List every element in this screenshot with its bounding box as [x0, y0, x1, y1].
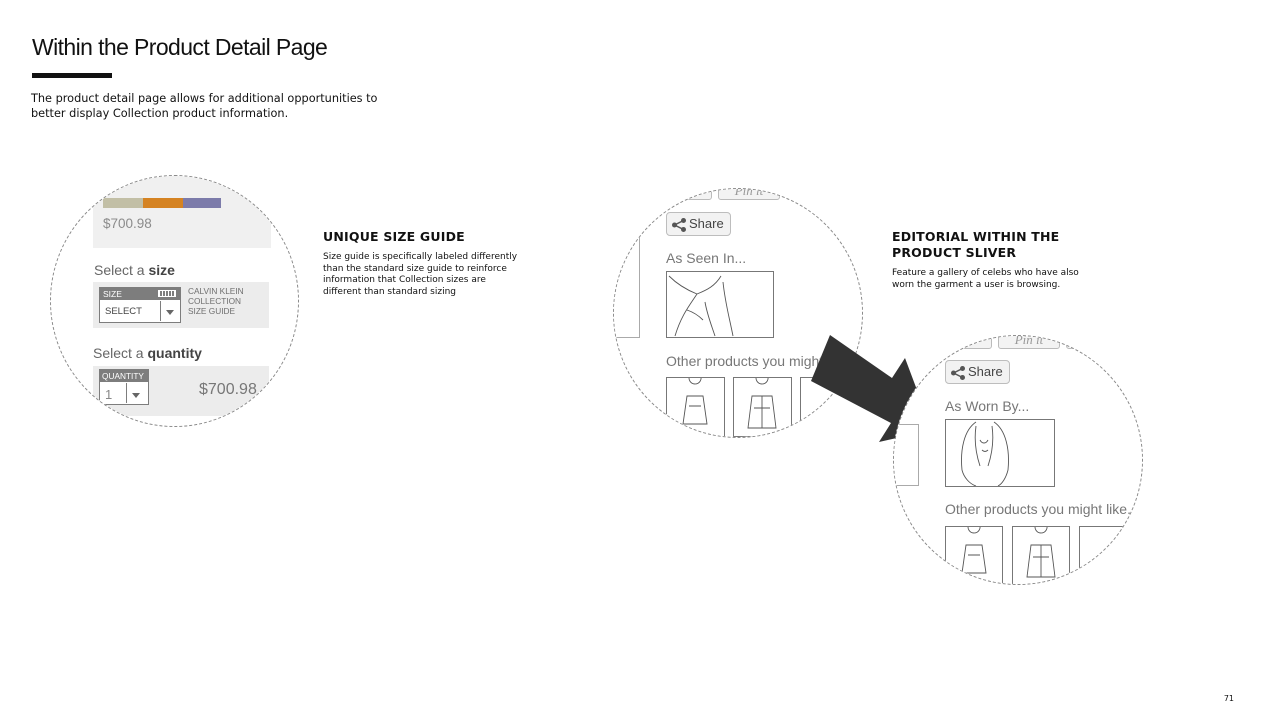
chevron-down-icon — [132, 393, 140, 398]
quantity-select-header: QUANTITY — [100, 370, 148, 382]
share-icon — [672, 218, 686, 232]
size-guide-line: COLLECTION — [188, 296, 242, 306]
editorial-annotation: EDITORIAL WITHIN THE PRODUCT SLIVER Feat… — [892, 229, 1082, 291]
recommendations-label: Other products you might like. — [945, 501, 1131, 517]
left-rail — [614, 233, 640, 338]
select-size-heading: Select a size — [94, 262, 175, 278]
social-button[interactable] — [954, 336, 992, 349]
as-seen-in-label: As Seen In... — [666, 250, 747, 266]
product-thumbnail[interactable] — [1079, 526, 1137, 584]
size-guide-annotation: UNIQUE SIZE GUIDE Size guide is specific… — [323, 229, 523, 298]
as-worn-by-label: As Worn By... — [945, 398, 1030, 414]
product-thumbnail[interactable] — [733, 377, 792, 437]
social-buttons-row: Pin it — [954, 336, 1142, 351]
size-select[interactable]: SIZE SELECT — [99, 287, 181, 323]
social-button[interactable] — [786, 189, 816, 200]
size-bar-label: SIZE — [103, 289, 122, 299]
intro-text: The product detail page allows for addit… — [31, 92, 378, 120]
size-select-header: SIZE — [100, 288, 180, 300]
celebrity-image[interactable] — [945, 419, 1055, 487]
price-panel — [93, 176, 271, 248]
page-title: Within the Product Detail Page — [32, 34, 328, 60]
page-number: 71 — [1223, 694, 1234, 703]
select-quantity-prefix: Select a — [93, 345, 148, 361]
chevron-down-icon — [166, 310, 174, 315]
social-button[interactable] — [1066, 336, 1096, 349]
celebrity-sketch — [668, 275, 734, 337]
product-thumbnail[interactable] — [1012, 526, 1070, 584]
select-divider — [126, 383, 127, 403]
left-rail — [894, 424, 919, 486]
share-label: Share — [968, 364, 1003, 379]
size-select-value: SELECT — [105, 306, 142, 317]
share-button[interactable]: Share — [666, 212, 731, 236]
quantity-select[interactable]: QUANTITY 1 — [99, 369, 149, 405]
size-guide-link[interactable]: CALVIN KLEIN COLLECTION SIZE GUIDE — [188, 286, 258, 316]
celebrity-sketch — [961, 421, 1009, 487]
garment-sketch — [961, 527, 987, 574]
annotation-body: Size guide is specifically labeled diffe… — [323, 252, 518, 297]
quantity-value: 1 — [105, 387, 113, 402]
title-underline — [32, 73, 112, 78]
celebrity-image[interactable] — [666, 271, 774, 338]
share-icon — [951, 366, 965, 380]
garment-sketch — [747, 378, 777, 429]
select-size-prefix: Select a — [94, 262, 149, 278]
color-swatch[interactable] — [103, 198, 143, 208]
color-swatch[interactable] — [143, 198, 183, 208]
size-guide-line: CALVIN KLEIN — [188, 286, 244, 296]
product-thumbnail[interactable] — [666, 377, 725, 437]
quantity-price: $700.98 — [199, 381, 257, 398]
select-quantity-bold: quantity — [147, 345, 202, 361]
color-swatch[interactable] — [183, 198, 221, 208]
select-divider — [160, 301, 161, 321]
garment-sketch — [1026, 527, 1056, 578]
social-buttons-row: Pin it — [674, 189, 862, 202]
pinterest-button[interactable]: Pin it — [718, 189, 780, 200]
pinterest-button[interactable]: Pin it — [998, 336, 1060, 349]
as-seen-in-zoom: Pin it Share As Seen In... Other product… — [613, 188, 863, 438]
garment-sketch — [682, 378, 708, 425]
annotation-body: Feature a gallery of celebs who have als… — [892, 268, 1079, 290]
size-guide-zoom: $700.98 Select a size SIZE SELECT CALVIN… — [50, 175, 299, 427]
recommendations-label: Other products you might like. — [666, 353, 852, 369]
annotation-title: UNIQUE SIZE GUIDE — [323, 229, 465, 244]
share-label: Share — [689, 216, 724, 231]
as-worn-by-zoom: Pin it Share As Worn By... Other product… — [893, 335, 1143, 585]
quantity-bar-label: QUANTITY — [102, 371, 144, 381]
annotation-title: EDITORIAL WITHIN THE PRODUCT SLIVER — [892, 229, 1060, 260]
select-size-bold: size — [148, 262, 175, 278]
select-quantity-heading: Select a quantity — [93, 345, 202, 361]
product-price: $700.98 — [103, 216, 152, 231]
share-button[interactable]: Share — [945, 360, 1010, 384]
social-button[interactable] — [674, 189, 712, 200]
size-guide-line: SIZE GUIDE — [188, 306, 236, 316]
product-thumbnail[interactable] — [945, 526, 1003, 584]
ruler-icon — [158, 290, 176, 297]
